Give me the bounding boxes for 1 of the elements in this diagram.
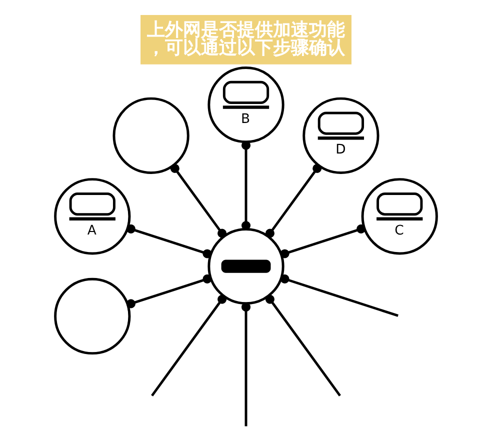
diagram-title: 上外网是否提供加速功能，可以通过以下步骤确认: [147, 19, 346, 58]
